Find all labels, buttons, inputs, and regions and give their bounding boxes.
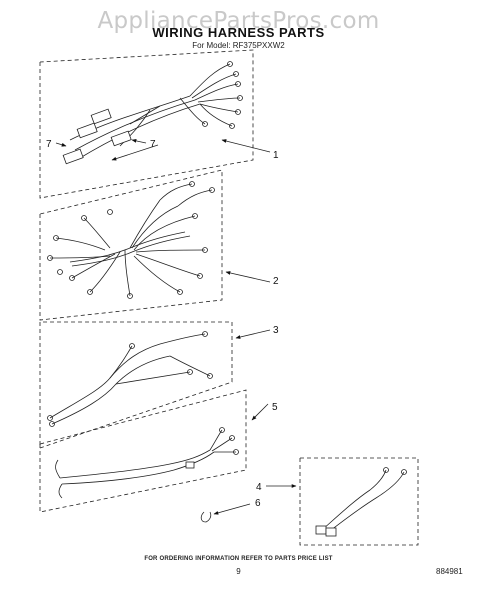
callout-2: 2: [273, 276, 279, 287]
harness-panel-4: [266, 457, 419, 546]
document-number: 884981: [436, 567, 463, 576]
ordering-info-footer: FOR ORDERING INFORMATION REFER TO PARTS …: [144, 556, 333, 562]
callout-labels: 1 2 3 4 5 6 7 7: [46, 139, 279, 509]
page-title: WIRING HARNESS PARTS: [152, 25, 325, 40]
callout-5: 5: [272, 402, 278, 413]
callout-7a: 7: [46, 139, 52, 150]
harness-panel-5: [39, 389, 269, 513]
harness-panel-1: [39, 49, 271, 199]
callout-6: 6: [255, 498, 261, 509]
part-6-grommet: [200, 503, 251, 523]
callout-3: 3: [273, 325, 279, 336]
watermark: AppliancePartsPros.com: [97, 8, 380, 34]
callout-7b: 7: [150, 139, 156, 150]
model-subtitle: For Model: RF375PXXW2: [192, 41, 285, 50]
harness-panel-2: [39, 169, 271, 321]
page-number: 9: [236, 567, 241, 576]
callout-1: 1: [273, 150, 279, 161]
harness-panel-3: [39, 321, 271, 449]
callout-4: 4: [256, 482, 262, 493]
